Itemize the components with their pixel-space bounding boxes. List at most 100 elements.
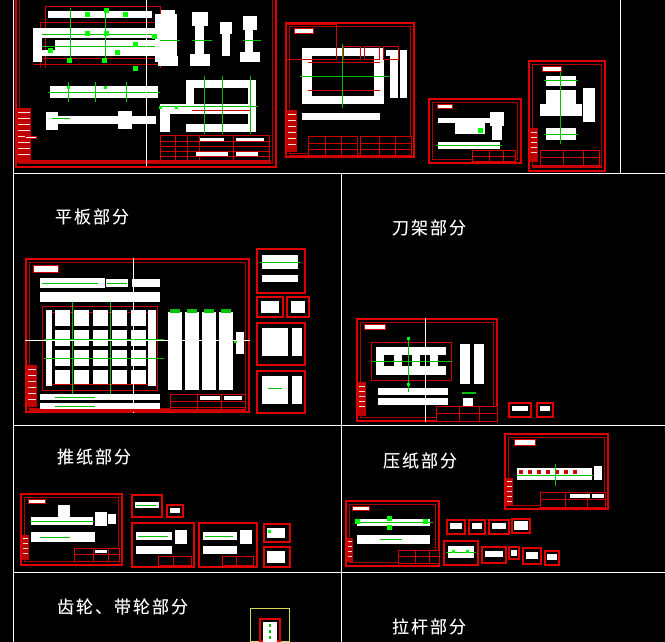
selection-grip[interactable] [387,516,392,521]
sheet-flatbed-d5[interactable] [256,370,306,414]
sheet-detail-b[interactable] [428,98,522,164]
sheet-pusher-main[interactable] [20,493,123,566]
geometry-solid [112,370,127,384]
selection-grip[interactable] [104,86,107,89]
selection-grip[interactable] [407,337,410,340]
selection-grip[interactable] [152,34,157,39]
sheet-pusher-d1[interactable] [131,494,163,518]
geometry-solid [168,312,182,390]
centerline [48,92,160,93]
centerline [126,82,127,102]
title-block[interactable] [222,556,254,566]
sheet-presser-d9[interactable] [544,550,560,566]
sheet-main-assembly-binding [17,108,31,163]
title-block[interactable] [540,150,600,166]
selection-grip[interactable] [67,86,70,89]
selection-grip[interactable] [85,12,90,17]
sheet-pusher-d6[interactable] [263,546,291,568]
sheet-presser-main[interactable] [345,500,440,567]
selection-grip[interactable] [478,128,483,133]
geometry-solid [158,56,178,66]
sheet-detail-mini-3[interactable] [383,46,399,60]
geometry-solid [262,275,298,282]
sheet-presser-d6[interactable] [481,546,507,564]
centerline [42,283,98,284]
sheet-pusher-d2[interactable] [166,504,184,518]
selection-grip[interactable] [466,550,469,553]
selection-grip[interactable] [159,106,162,109]
selection-grip[interactable] [423,519,428,524]
geometry-solid [367,50,377,56]
geometry-solid [236,332,244,354]
geometry-solid [118,111,132,129]
selection-grip[interactable] [104,31,109,36]
sheet-presser-top[interactable] [504,433,609,510]
sheet-flatbed-d3[interactable] [286,296,310,318]
selection-grip[interactable] [355,519,360,524]
sheet-detail-a-top[interactable] [285,24,337,60]
geometry-solid [594,466,602,480]
sheet-pusher-d5[interactable] [263,523,291,543]
sheet-detail-mini-1[interactable] [343,46,361,60]
geometry-solid [58,505,70,519]
selection-grip[interactable] [407,383,410,386]
centerline [30,521,94,522]
geometry-solid [547,554,557,560]
sheet-toolrest-d2[interactable] [536,402,554,418]
selection-grip[interactable] [133,42,138,47]
geometry-solid [36,28,166,38]
sheet-detail-a[interactable] [285,22,415,158]
sheet-main-assembly[interactable] [15,0,277,168]
selection-grip[interactable] [175,106,178,109]
sheet-pusher-d4[interactable] [198,522,258,568]
sheet-presser-d1[interactable] [446,519,466,535]
selection-grip[interactable] [234,340,237,343]
divider-col-bottom [341,572,342,642]
sheet-detail-mini-2[interactable] [364,46,380,60]
sheet-pusher-d3[interactable] [131,522,195,568]
sheet-presser-d2[interactable] [468,519,486,535]
selection-grip[interactable] [67,58,72,63]
geometry-solid [190,54,210,66]
selection-grip[interactable] [104,8,109,13]
geometry-solid [376,366,446,375]
geometry-solid [400,50,407,98]
sheet-toolrest-binding [358,382,366,416]
geometry-solid [160,104,170,132]
sheet-flatbed-main[interactable] [25,258,250,413]
title-block[interactable] [398,550,440,564]
selection-grip[interactable] [48,48,53,53]
geometry-solid [267,528,285,538]
title-block[interactable] [158,556,192,566]
sheet-presser-d7[interactable] [508,546,520,560]
sheet-bottom-rule [19,160,271,163]
selection-grip[interactable] [133,66,138,71]
sheet-presser-d4[interactable] [511,518,531,534]
selection-grip[interactable] [452,550,455,553]
sheet-presser-d8[interactable] [522,547,542,565]
sheet-flatbed-d2[interactable] [256,296,284,318]
title-block[interactable] [74,548,120,562]
geometry-solid [93,370,108,384]
selection-grip[interactable] [123,12,128,17]
sheet-detail-c[interactable] [528,60,606,172]
title-block[interactable] [436,406,498,422]
selection-grip[interactable] [387,525,392,530]
title-block[interactable] [472,150,516,162]
sheet-presser-d5[interactable] [443,540,479,566]
selection-grip[interactable] [102,58,107,63]
geometry-solid [74,310,89,326]
sheet-flatbed-d1[interactable] [256,248,306,294]
title-block[interactable] [360,136,412,156]
selection-grip[interactable] [115,50,120,55]
sheet-toolrest-d1[interactable] [508,402,532,418]
geometry-solid [95,512,107,526]
sheet-flatbed-d4[interactable] [256,322,306,366]
title-block[interactable] [308,136,358,156]
selection-grip[interactable] [268,530,271,533]
geometry-outline [33,64,173,65]
selection-grip[interactable] [85,31,90,36]
sheet-presser-d3[interactable] [488,519,510,535]
sheet-toolrest-main[interactable] [356,318,498,422]
